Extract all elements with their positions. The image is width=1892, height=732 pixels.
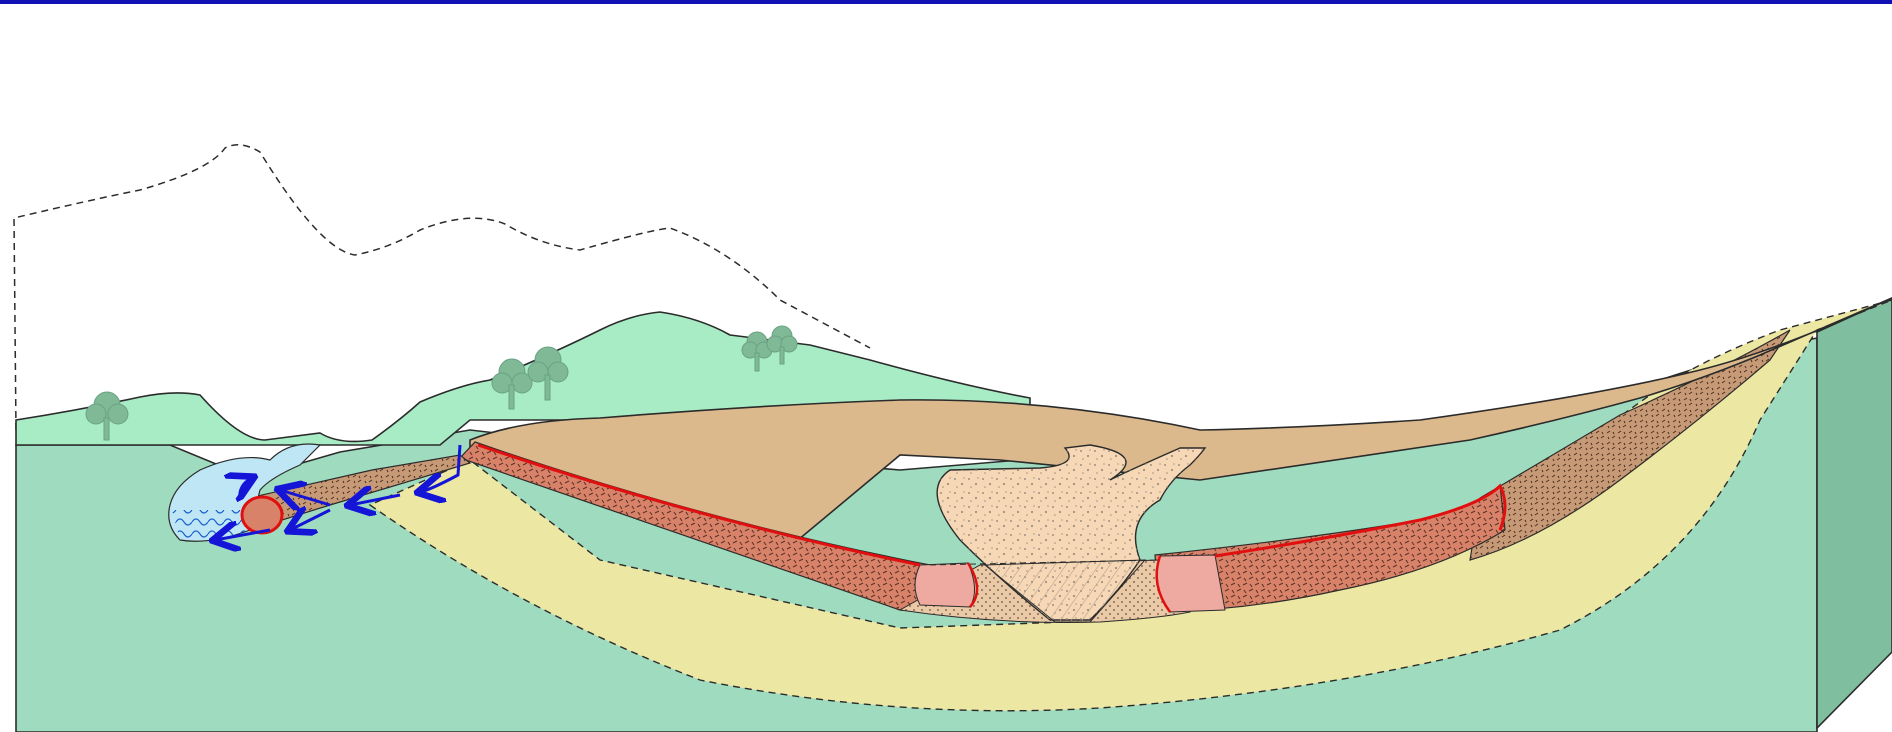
red-discharge-zone	[242, 497, 282, 533]
bedrock-side-face	[1817, 298, 1892, 728]
pink-lens-right	[1157, 555, 1225, 612]
pink-lens-left	[915, 563, 975, 607]
